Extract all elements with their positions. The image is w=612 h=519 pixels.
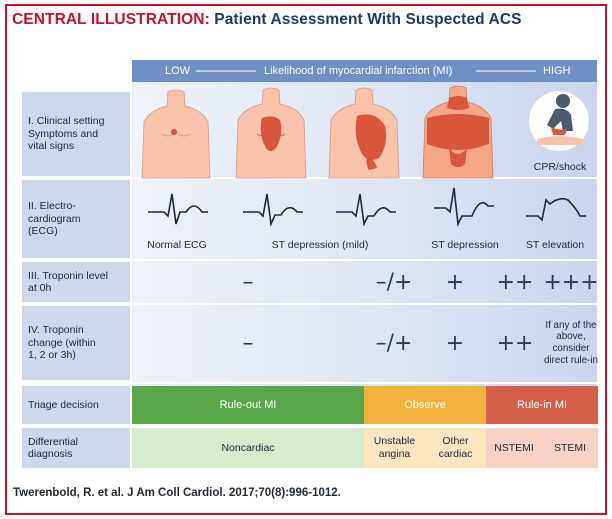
torso-moderate-icon xyxy=(328,87,400,179)
troponin-change-rule-in-note: If any of the above, consider direct rul… xyxy=(544,319,598,366)
cpr-icon xyxy=(537,94,583,145)
diff-unstable-angina: Unstable angina xyxy=(364,428,425,468)
row-label-troponin0-title: III. Troponin level at 0h xyxy=(28,269,108,294)
row-label-triage: Triage decision xyxy=(22,386,130,424)
troponin-change-value-none: – xyxy=(242,330,254,356)
likelihood-middle-label: Likelihood of myocardial infarction (MI) xyxy=(264,65,453,77)
diff-nstemi: NSTEMI xyxy=(486,428,542,468)
torso-normal-icon xyxy=(141,89,211,179)
diff-other-cardiac: Other cardiac xyxy=(425,428,486,468)
title-prefix: CENTRAL ILLUSTRATION: xyxy=(12,11,210,28)
likelihood-high-label: HIGH xyxy=(543,65,571,77)
likelihood-low-label: LOW xyxy=(165,65,191,77)
troponin0-value-positive: + xyxy=(445,269,465,295)
diff-stemi: STEMI xyxy=(542,428,598,468)
citation: Twerenbold, R. et al. J Am Coll Cardiol.… xyxy=(13,487,341,499)
troponin0-value-borderline: –/+ xyxy=(375,269,413,295)
row-label-ecg-title: II. Electro-cardiogram (ECG) xyxy=(28,200,81,238)
triage-rule-in: Rule-in MI xyxy=(486,386,598,424)
title-main: Patient Assessment With Suspected ACS xyxy=(214,11,522,28)
ecg-st-depression-mild-icon-1 xyxy=(243,193,303,227)
diff-noncardiac: Noncardiac xyxy=(132,428,364,468)
row-label-clinical: I. Clinical setting Symptoms and vital s… xyxy=(22,92,130,176)
ecg-st-depression-mild-icon-2 xyxy=(336,193,396,227)
row-label-differential-title: Differential diagnosis xyxy=(28,435,78,460)
troponin-change-value-positive: + xyxy=(445,330,465,356)
ecg-label-normal: Normal ECG xyxy=(147,238,207,251)
ecg-st-depression-icon xyxy=(434,187,494,227)
ecg-label-st-depression: ST depression xyxy=(431,238,499,251)
row-label-troponin-change-title: IV. Troponin change (within 1, 2 or 3h) xyxy=(28,324,96,362)
row-label-troponin0: III. Troponin level at 0h xyxy=(22,262,130,302)
row-label-triage-title: Triage decision xyxy=(28,398,99,411)
ecg-st-elevation-icon xyxy=(526,197,586,222)
row-label-clinical-title: I. Clinical setting xyxy=(28,115,105,128)
troponin0-value-none: – xyxy=(242,269,254,295)
row-label-clinical-sub: Symptoms and vital signs xyxy=(28,127,99,153)
triage-rule-out: Rule-out MI xyxy=(132,386,364,424)
ecg-label-st-depression-mild: ST depression (mild) xyxy=(271,238,369,251)
page-title: CENTRAL ILLUSTRATION: Patient Assessment… xyxy=(12,11,522,29)
torso-severe-icon xyxy=(422,85,494,179)
troponin-change-value-high: ++ xyxy=(496,330,534,356)
troponin0-value-high: ++ xyxy=(496,269,534,295)
triage-observe: Observe xyxy=(364,386,486,424)
cpr-shock-label: CPR/shock xyxy=(533,160,587,173)
troponin-change-value-borderline: –/+ xyxy=(375,330,413,356)
row-label-troponin-change: IV. Troponin change (within 1, 2 or 3h) xyxy=(22,306,130,380)
torso-mild-icon xyxy=(235,87,307,179)
troponin0-value-very-high: +++ xyxy=(543,269,599,295)
row-label-differential: Differential diagnosis xyxy=(22,428,130,468)
likelihood-header-bar xyxy=(132,60,597,82)
ecg-label-st-elevation: ST elevation xyxy=(525,238,585,251)
ecg-normal-icon xyxy=(148,193,208,225)
row-label-ecg: II. Electro-cardiogram (ECG) xyxy=(22,180,130,258)
